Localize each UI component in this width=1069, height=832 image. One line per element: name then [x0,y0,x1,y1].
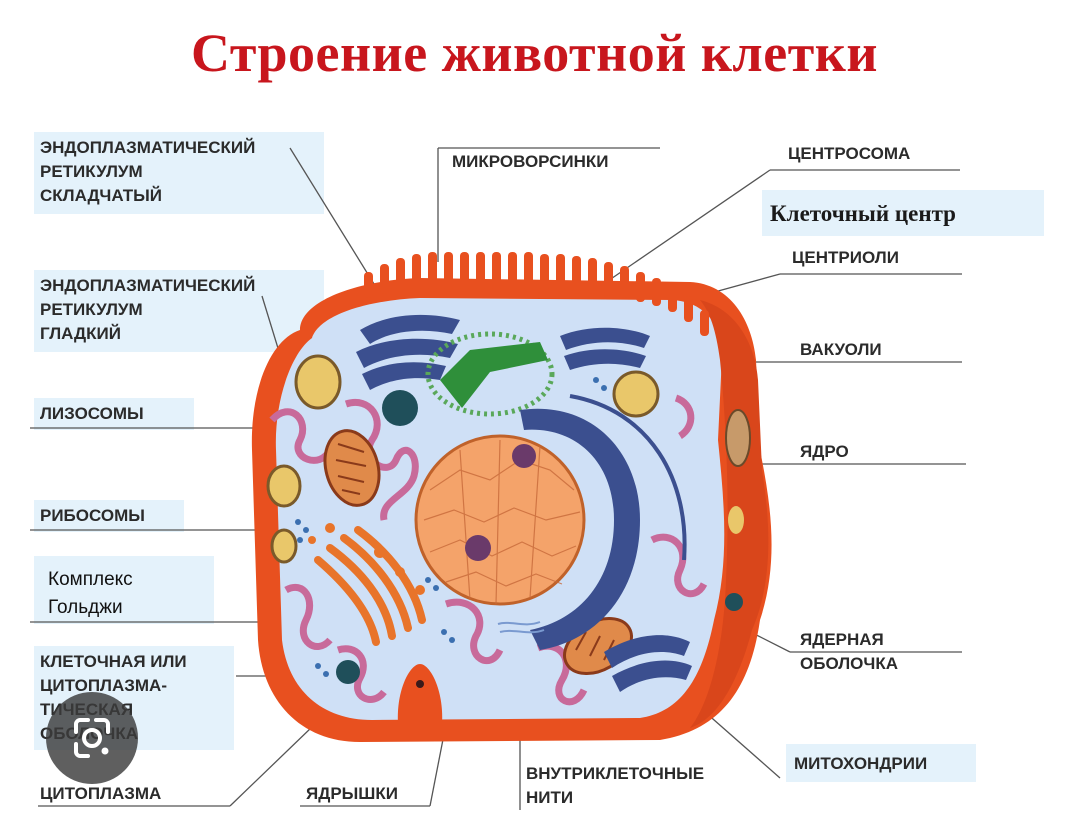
label-cytoplasm: ЦИТОПЛАЗМА [40,782,161,806]
label-centrioles: ЦЕНТРИОЛИ [792,246,899,270]
label-centrosome: ЦЕНТРОСОМА [788,142,910,166]
membrane-pit-dot [416,680,424,688]
label-cell-center: Клеточный центр [770,200,956,228]
label-nucleus: ЯДРО [800,440,849,464]
granule-right [725,593,743,611]
label-mitochondria: МИТОХОНДРИИ [794,752,927,776]
label-lysosomes: ЛИЗОСОМЫ [40,402,144,426]
label-golgi: Комплекс Гольджи [48,566,133,622]
granule [336,660,360,684]
label-vacuoles: ВАКУОЛИ [800,338,882,362]
label-nucleoli: ЯДРЫШКИ [306,782,398,806]
google-lens-button[interactable] [46,692,138,784]
label-er-smooth: ЭНДОПЛАЗМАТИЧЕСКИЙ РЕТИКУЛУМ ГЛАДКИЙ [40,274,255,346]
label-microvilli: МИКРОВОРСИНКИ [452,150,608,174]
label-filaments: ВНУТРИКЛЕТОЧНЫЕ НИТИ [526,762,704,810]
label-nuclear-envelope: ЯДЕРНАЯ ОБОЛОЧКА [800,628,898,676]
lysosome-ball [382,390,418,426]
label-ribosomes: РИБОСОМЫ [40,504,145,528]
google-lens-icon [46,692,138,784]
label-er-rough: ЭНДОПЛАЗМАТИЧЕСКИЙ РЕТИКУЛУМ СКЛАДЧАТЫЙ [40,136,255,208]
